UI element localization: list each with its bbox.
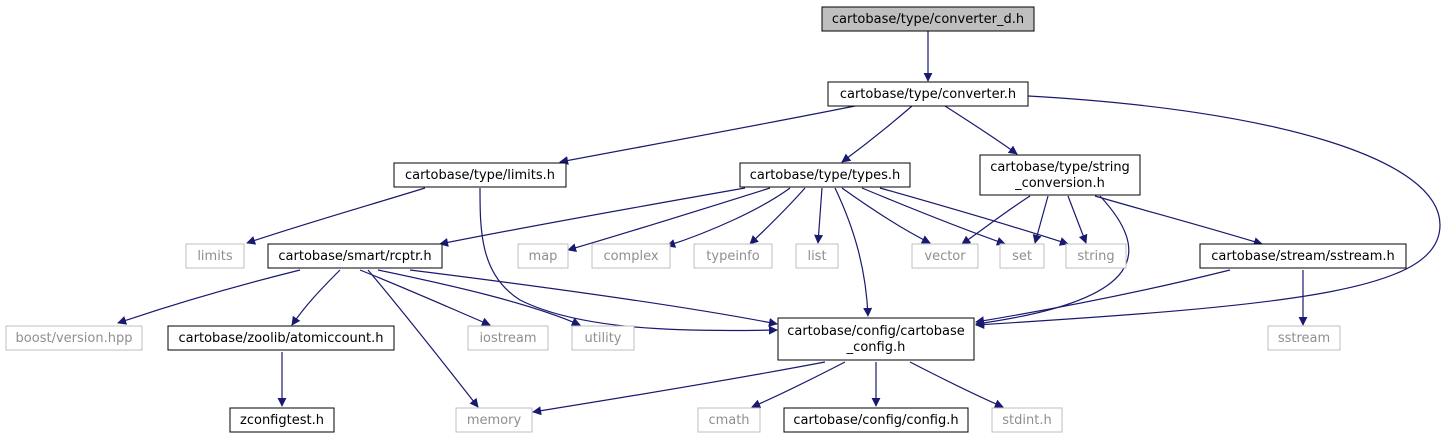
edges xyxy=(117,31,1441,416)
node-complex-external[interactable]: complex xyxy=(591,243,671,269)
node-converter-d-h[interactable]: cartobase/type/converter_d.h xyxy=(821,6,1035,32)
edge-rcptr-atomiccount xyxy=(291,269,341,326)
edge-rcptr-utility xyxy=(377,269,581,326)
edge-converter-cartobase_config xyxy=(975,95,1441,329)
edge-types_h-complex xyxy=(666,187,791,248)
edge-rcptr-cartobase_config xyxy=(409,269,778,327)
node-label: memory xyxy=(467,413,522,428)
node-string-conversion-h[interactable]: cartobase/type/string _conversion.h xyxy=(979,154,1141,196)
node-label: zconfigtest.h xyxy=(240,413,324,428)
node-config-h[interactable]: cartobase/config/config.h xyxy=(783,407,969,433)
node-types-h[interactable]: cartobase/type/types.h xyxy=(739,162,911,188)
node-map-external[interactable]: map xyxy=(517,243,569,269)
edge-types_h-rcptr xyxy=(439,187,746,247)
node-label: limits xyxy=(197,249,233,264)
node-label: cartobase/zoolib/atomiccount.h xyxy=(179,331,384,346)
node-label: set xyxy=(1012,249,1032,264)
node-label: cmath xyxy=(708,413,749,428)
node-label-line2: _conversion.h xyxy=(1014,176,1105,191)
node-label: vector xyxy=(924,249,966,264)
edge-converter-string_conversion xyxy=(944,105,1018,155)
edge-string_conversion-sstream_h xyxy=(1094,195,1263,246)
node-label: typeinfo xyxy=(706,249,759,264)
node-label: cartobase/stream/sstream.h xyxy=(1211,249,1395,264)
edge-rcptr-memory xyxy=(367,269,479,408)
node-stdint-external[interactable]: stdint.h xyxy=(991,407,1063,433)
node-vector-external[interactable]: vector xyxy=(911,243,979,269)
node-zconfigtest-h[interactable]: zconfigtest.h xyxy=(229,407,335,433)
node-label-line1: cartobase/type/string xyxy=(990,160,1130,175)
node-memory-external[interactable]: memory xyxy=(455,407,533,433)
node-sstream-external[interactable]: sstream xyxy=(1267,325,1341,351)
node-atomiccount-h[interactable]: cartobase/zoolib/atomiccount.h xyxy=(167,325,395,351)
node-set-external[interactable]: set xyxy=(999,243,1045,269)
edge-sstream_h-cartobase_config xyxy=(975,269,1231,326)
node-label: boost/version.hpp xyxy=(16,331,133,346)
node-list-external[interactable]: list xyxy=(795,243,839,269)
edge-types_h-vector xyxy=(841,187,931,244)
node-label: string xyxy=(1077,249,1114,264)
node-label: cartobase/config/config.h xyxy=(793,413,958,428)
edge-types_h-string xyxy=(879,187,1069,246)
edge-converter-limits_h xyxy=(559,105,856,165)
edge-cartobase_config-memory xyxy=(532,361,826,416)
edge-types_h-map xyxy=(567,187,771,253)
edge-types_h-typeinfo xyxy=(749,187,806,245)
node-utility-external[interactable]: utility xyxy=(571,325,635,351)
edge-rcptr-boost_version xyxy=(117,269,301,325)
edge-string_conversion-cartobase_config xyxy=(975,195,1130,328)
node-label: complex xyxy=(603,249,658,264)
node-label: cartobase/type/converter_d.h xyxy=(832,12,1024,27)
node-limits-h[interactable]: cartobase/type/limits.h xyxy=(393,162,567,188)
edge-limits_h-limits xyxy=(246,187,426,245)
node-limits-external[interactable]: limits xyxy=(185,243,245,269)
edge-rcptr-iostream xyxy=(359,269,491,326)
edge-string_conversion-set xyxy=(1032,195,1049,244)
node-converter-h[interactable]: cartobase/type/converter.h xyxy=(827,81,1029,107)
node-label: map xyxy=(529,249,558,264)
nodes: cartobase/type/converter_d.h cartobase/t… xyxy=(5,6,1407,433)
node-label-line1: cartobase/config/cartobase xyxy=(787,324,965,339)
node-label: utility xyxy=(585,331,622,346)
node-cartobase-config-h[interactable]: cartobase/config/cartobase _config.h xyxy=(777,317,975,361)
edge-types_h-cartobase_config xyxy=(834,187,873,317)
edge-converter-types_h xyxy=(841,105,913,163)
node-label: cartobase/smart/rcptr.h xyxy=(278,249,431,264)
node-iostream-external[interactable]: iostream xyxy=(467,325,549,351)
edge-cartobase_config-cmath xyxy=(751,361,846,408)
node-label: sstream xyxy=(1278,331,1330,346)
edge-cartobase_config-stdint xyxy=(909,361,1004,408)
node-label: cartobase/type/converter.h xyxy=(840,87,1016,102)
node-cmath-external[interactable]: cmath xyxy=(697,407,761,433)
edge-types_h-set xyxy=(861,187,1006,246)
node-boost-version-external[interactable]: boost/version.hpp xyxy=(5,325,143,351)
node-typeinfo-external[interactable]: typeinfo xyxy=(693,243,773,269)
node-label: list xyxy=(807,249,826,264)
node-rcptr-h[interactable]: cartobase/smart/rcptr.h xyxy=(267,243,443,269)
node-string-external[interactable]: string xyxy=(1065,243,1127,269)
node-label: cartobase/type/limits.h xyxy=(405,168,555,183)
node-label: iostream xyxy=(479,331,536,346)
node-label-line2: _config.h xyxy=(846,340,906,355)
edge-string_conversion-vector xyxy=(961,195,1031,245)
node-label: stdint.h xyxy=(1002,413,1051,428)
edge-string_conversion-string xyxy=(1067,195,1088,244)
edge-types_h-list xyxy=(814,187,824,244)
node-label: cartobase/type/types.h xyxy=(750,168,900,183)
node-sstream-h[interactable]: cartobase/stream/sstream.h xyxy=(1199,243,1407,269)
